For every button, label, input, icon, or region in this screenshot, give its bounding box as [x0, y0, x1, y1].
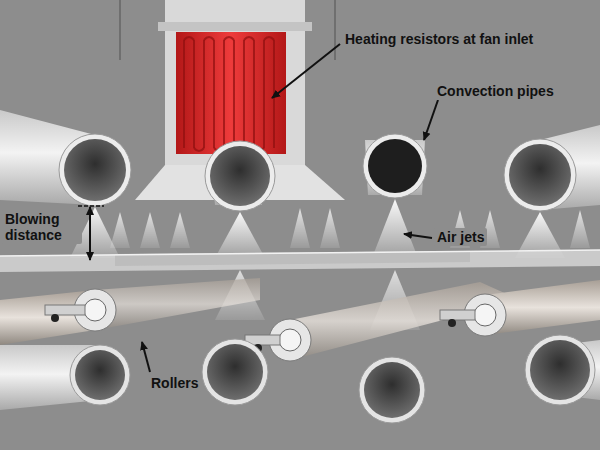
dimension-arrow: [89, 207, 91, 260]
leader-line: [272, 44, 340, 98]
dimension-tick: [78, 205, 104, 207]
leader-line: [404, 234, 432, 238]
leader-line: [424, 100, 438, 140]
pipe-label: Convection pipes: [434, 82, 557, 100]
distance-label: Blowing distance: [2, 210, 82, 244]
roller-label: Rollers: [148, 374, 201, 392]
heater-label: Heating resistors at fan inlet: [342, 30, 536, 48]
jet-label: Air jets: [434, 228, 487, 246]
leader-line: [142, 342, 150, 372]
